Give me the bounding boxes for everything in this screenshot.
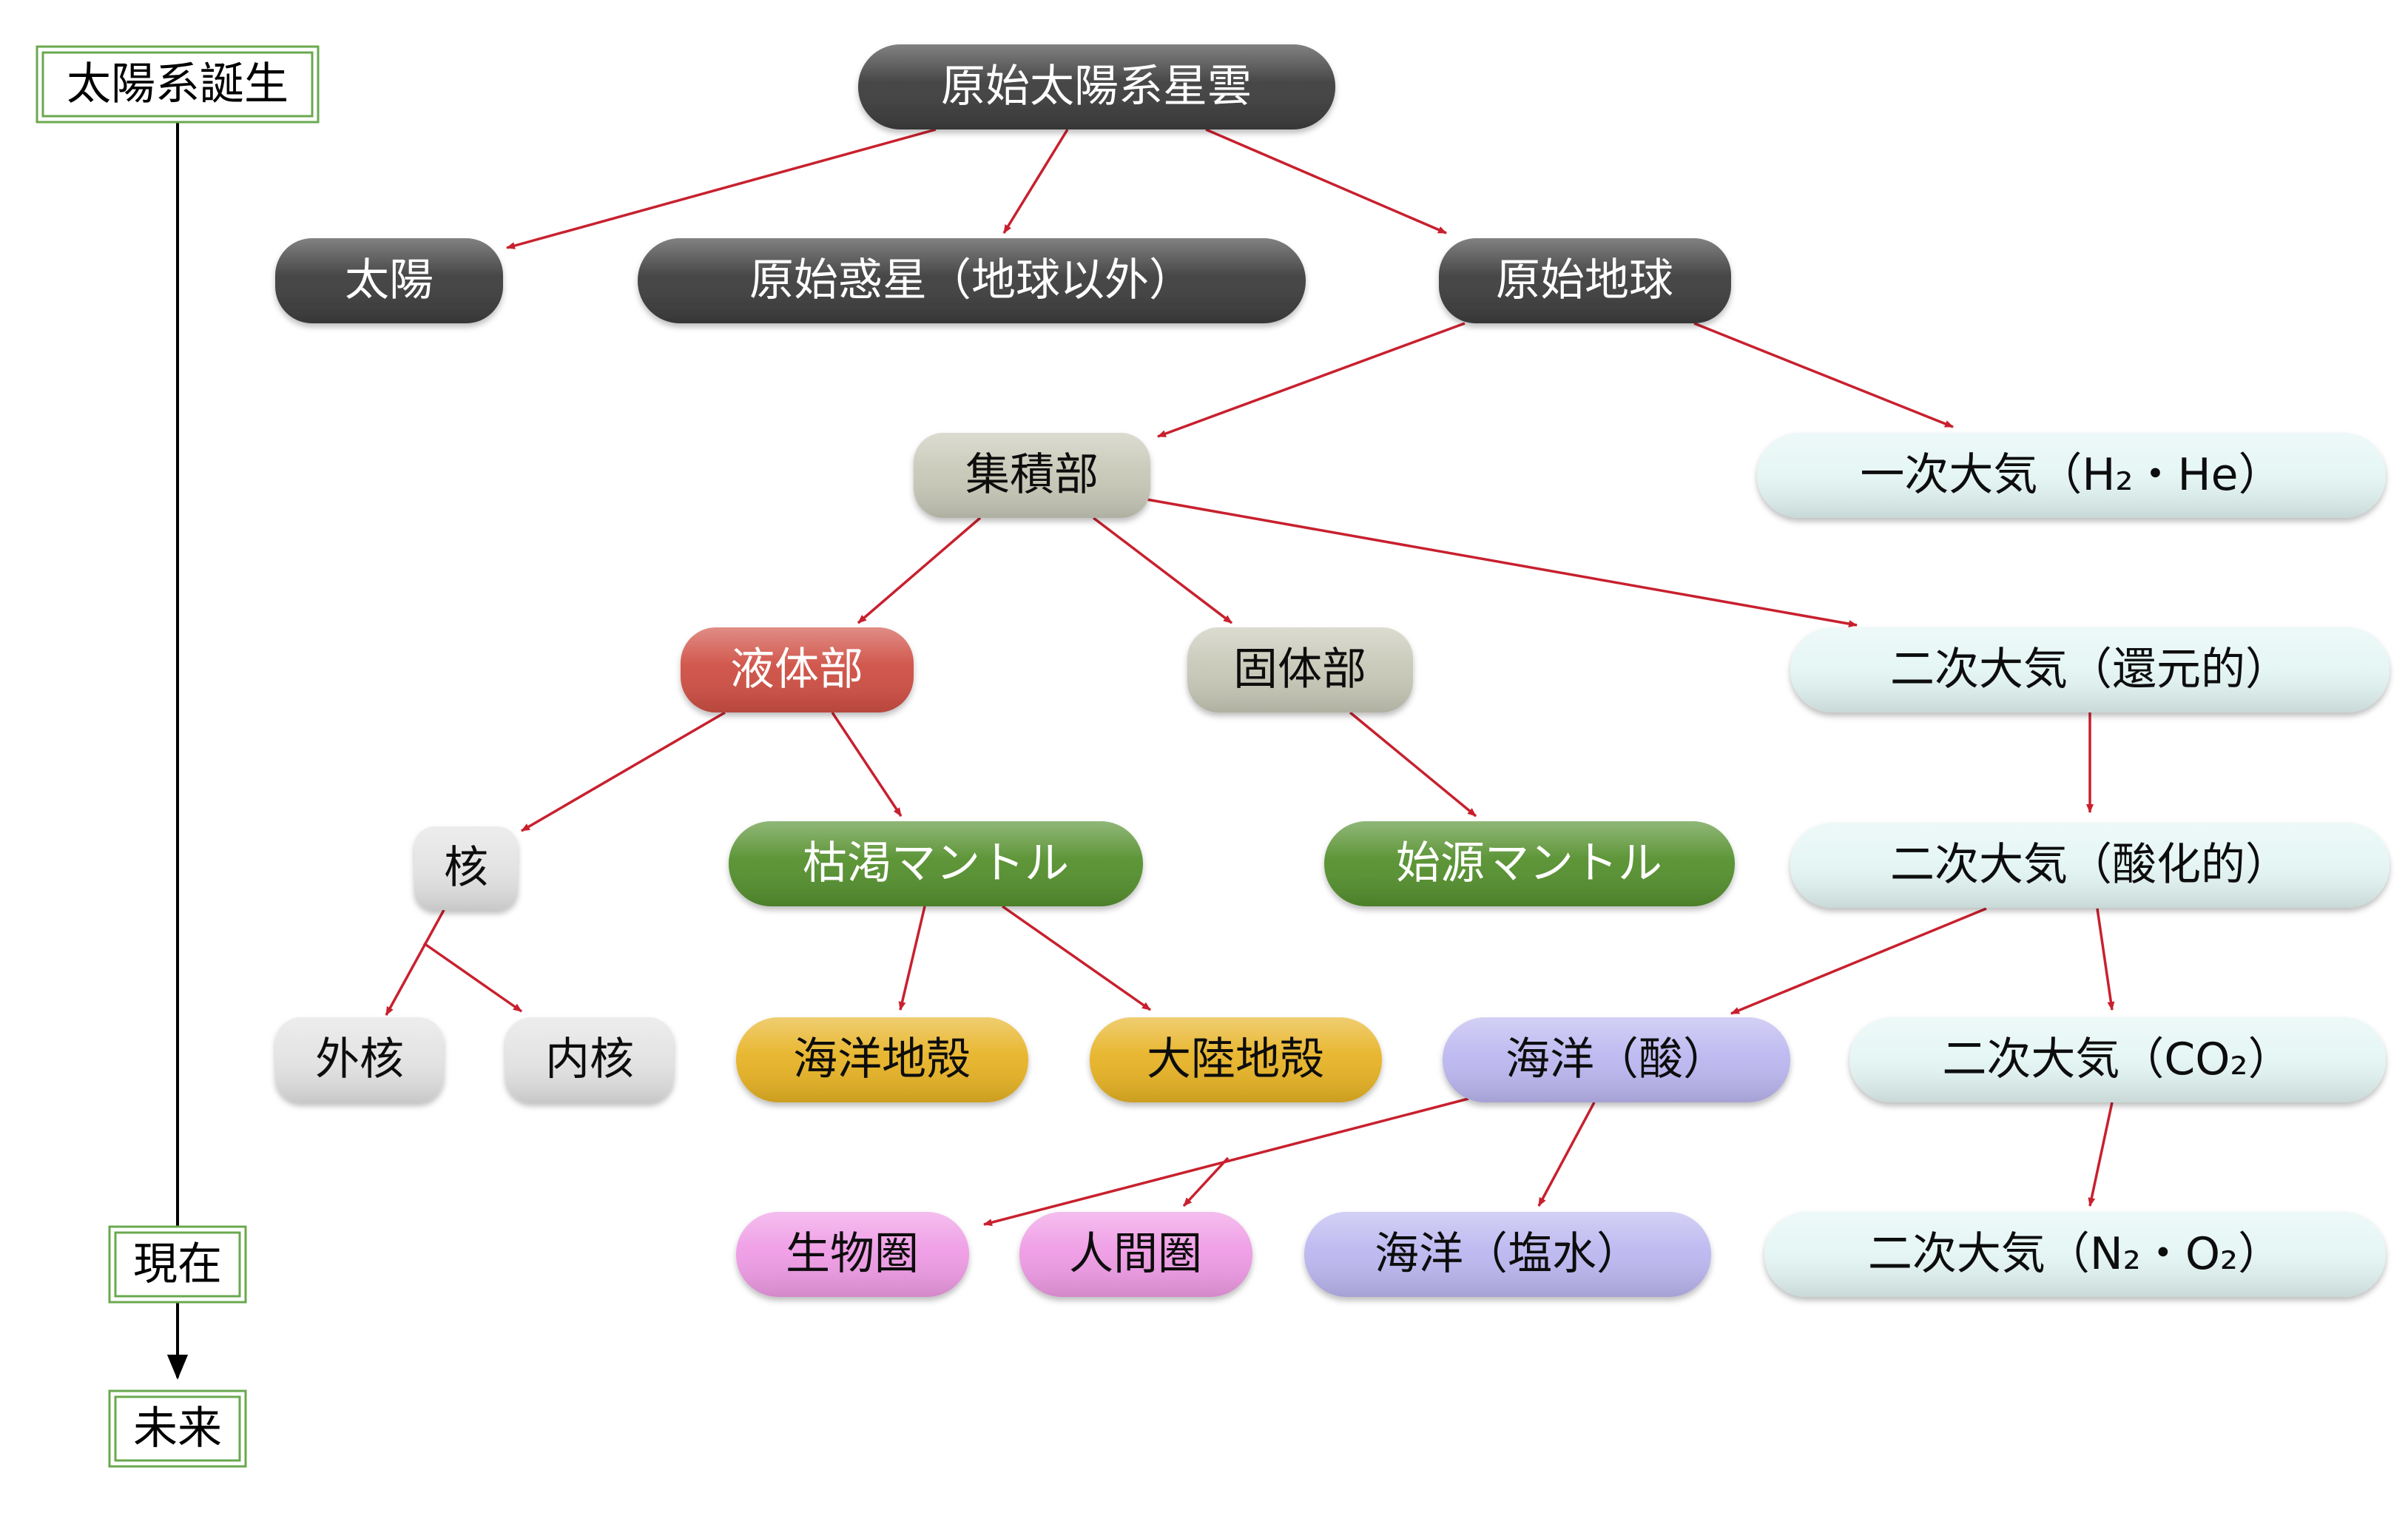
edge-core-outer-core [385,909,445,1016]
edge-acid-ocean-saltwater [1537,1102,1596,1207]
edge-core-inner-core [422,942,523,1013]
node-outer-core: 外核 [275,1017,444,1102]
edge-nebula-protoplanets [1002,129,1069,234]
node-oceanic-crust-label: 海洋地殻 [793,1034,971,1085]
edge-acid-ocean-anthroposphere [1182,1156,1230,1207]
node-inner-core-label: 内核 [545,1034,634,1085]
edges [385,128,2115,1227]
edge-depleted-mantle-continental-crust [1001,905,1152,1011]
node-sun: 太陽 [275,238,503,323]
edge-liquid-depleted-mantle [831,712,903,817]
node-secondary-atmosphere-oxidizing-label: 二次大気（酸化的） [1890,839,2290,891]
node-saltwater-ocean: 海洋（塩水） [1304,1212,1711,1297]
edge-nebula-sun [506,128,937,249]
node-core: 核 [414,826,518,910]
edge-accretion-solid [1092,516,1233,624]
node-accretion-label: 集積部 [965,449,1099,501]
node-nebula: 原始太陽系星雲 [858,44,1335,129]
node-saltwater-ocean-label: 海洋（塩水） [1375,1228,1641,1280]
node-acid-ocean-label: 海洋（酸） [1505,1034,1727,1085]
edge-liquid-core [521,711,726,832]
node-protoplanets: 原始惑星（地球以外） [638,238,1306,323]
node-proto-earth-label: 原始地球 [1496,255,1673,306]
nodes: 原始太陽系星雲 太陽 原始惑星（地球以外） 原始地球 集積部 一次大気（H₂ [275,44,2390,1297]
edge-oxidizing-co2 [2096,908,2115,1011]
edge-accretion-secondary-reducing [1146,498,1858,628]
edge-proto-earth-primary-atmosphere [1693,322,1954,428]
node-primary-atmosphere-label: 一次大気（H₂・He） [1860,449,2282,501]
node-secondary-atmosphere-n2-o2: 二次大気（N₂・O₂） [1764,1212,2386,1297]
node-accretion: 集積部 [914,433,1150,518]
edge-solid-primitive-mantle [1349,711,1477,818]
node-biosphere-label: 生物圏 [786,1228,919,1280]
node-liquid-part: 液体部 [681,627,914,712]
node-protoplanets-label: 原始惑星（地球以外） [749,255,1193,306]
timeline-start-label: 太陽系誕生 [67,58,289,110]
node-secondary-atmosphere-co2: 二次大気（CO₂） [1849,1017,2386,1102]
edge-depleted-mantle-oceanic-crust [898,906,926,1011]
timeline-present-label: 現在 [133,1239,222,1290]
node-acid-ocean: 海洋（酸） [1443,1017,1790,1102]
node-depleted-mantle-label: 枯渇マントル [803,838,1069,889]
node-secondary-atmosphere-reducing-label: 二次大気（還元的） [1890,644,2290,695]
edge-co2-n2-o2 [2088,1102,2114,1207]
timeline-present-box: 現在 [108,1225,247,1304]
timeline-start-box: 太陽系誕生 [36,45,320,124]
node-anthroposphere: 人間圏 [1019,1212,1252,1297]
timeline: 太陽系誕生 現在 未来 [36,45,320,1468]
node-core-label: 核 [444,842,488,894]
node-oceanic-crust: 海洋地殻 [736,1017,1028,1102]
node-depleted-mantle: 枯渇マントル [729,821,1143,906]
node-inner-core: 内核 [505,1017,674,1102]
node-primitive-mantle-label: 始源マントル [1396,838,1662,889]
edge-nebula-proto-earth [1205,128,1447,235]
node-secondary-atmosphere-co2-label: 二次大気（CO₂） [1942,1034,2292,1085]
node-secondary-atmosphere-oxidizing: 二次大気（酸化的） [1790,823,2390,908]
node-primary-atmosphere: 一次大気（H₂・He） [1757,433,2386,518]
edge-accretion-liquid [857,516,982,624]
node-solid-part-label: 固体部 [1233,644,1366,695]
node-nebula-label: 原始太陽系星雲 [941,61,1252,112]
node-proto-earth: 原始地球 [1439,238,1731,323]
timeline-future-label: 未来 [133,1403,222,1455]
timeline-future-box: 未来 [108,1389,247,1468]
node-liquid-part-label: 液体部 [730,644,863,695]
edge-proto-earth-accretion [1157,322,1466,438]
node-continental-crust-label: 大陸地殻 [1147,1034,1324,1085]
node-continental-crust: 大陸地殻 [1090,1017,1382,1102]
edge-oxidizing-acid-ocean [1730,907,1987,1015]
node-anthroposphere-label: 人間圏 [1069,1228,1202,1280]
node-outer-core-label: 外核 [315,1034,404,1085]
node-biosphere: 生物圏 [736,1212,969,1297]
node-solid-part: 固体部 [1187,627,1413,712]
node-secondary-atmosphere-n2-o2-label: 二次大気（N₂・O₂） [1868,1228,2282,1280]
node-primitive-mantle: 始源マントル [1324,821,1735,906]
node-secondary-atmosphere-reducing: 二次大気（還元的） [1790,627,2390,712]
node-sun-label: 太陽 [345,255,434,306]
